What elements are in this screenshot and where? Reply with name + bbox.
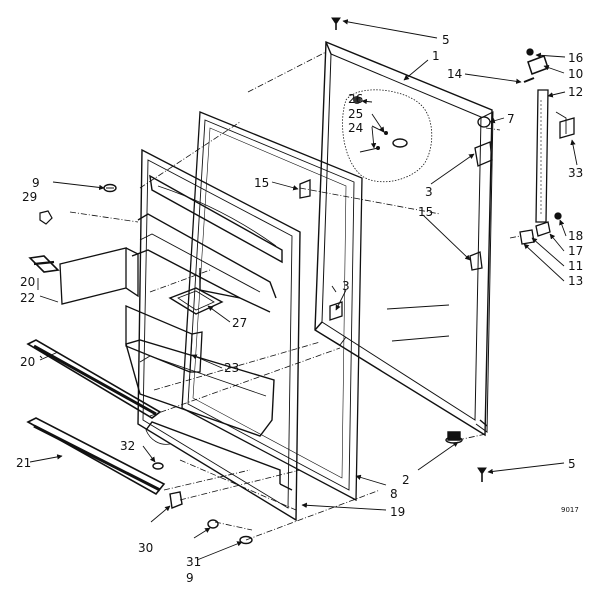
outer-door-panel xyxy=(314,40,494,437)
callout-5-bottom: 5 xyxy=(568,457,576,471)
callout-12: 12 xyxy=(568,85,583,99)
callout-20-lower: 20 xyxy=(20,355,35,369)
callout-29: 29 xyxy=(22,190,37,204)
callout-9-left: 9 xyxy=(32,176,40,190)
callout-31: 31 xyxy=(186,555,201,569)
callout-26: 26 xyxy=(348,92,363,106)
inner-door-liner xyxy=(125,148,301,522)
bottom-hinge-cap xyxy=(445,431,463,444)
callout-7: 7 xyxy=(507,112,515,126)
callout-33: 33 xyxy=(568,166,583,180)
callout-2: 2 xyxy=(402,473,410,487)
door-gasket xyxy=(181,111,363,502)
callout-24: 24 xyxy=(348,121,363,135)
callout-8: 8 xyxy=(390,487,398,501)
leader-lines xyxy=(29,19,578,561)
callout-20-upper: 20 xyxy=(20,275,35,289)
callout-5-top: 5 xyxy=(442,33,450,47)
assembly-lines xyxy=(69,51,521,541)
callout-15-right: 15 xyxy=(418,205,433,219)
door-panel-hatching xyxy=(331,285,450,342)
callout-27: 27 xyxy=(232,316,247,330)
drawing-code: 9017 xyxy=(561,506,579,514)
screws xyxy=(39,17,487,545)
callout-labels: 5 1 16 14 10 12 7 26 25 24 33 9 29 15 3 … xyxy=(16,33,583,585)
label-plate xyxy=(342,89,433,183)
callout-30: 30 xyxy=(138,541,153,555)
shelf-bin-upper xyxy=(59,247,139,305)
bin-end-cap xyxy=(28,255,60,273)
callout-22: 22 xyxy=(20,291,35,305)
callout-1: 1 xyxy=(432,49,440,63)
callout-32: 32 xyxy=(120,439,135,453)
callout-25: 25 xyxy=(348,107,363,121)
callout-23: 23 xyxy=(224,361,239,375)
callout-15-left: 15 xyxy=(254,176,269,190)
callout-18: 18 xyxy=(568,229,583,243)
callout-10: 10 xyxy=(568,67,583,81)
shelf-bar-lower xyxy=(26,417,166,496)
callout-13: 13 xyxy=(568,274,583,288)
bracket-lines xyxy=(37,278,59,361)
callout-19: 19 xyxy=(390,505,405,519)
callout-11: 11 xyxy=(568,259,583,273)
callout-17: 17 xyxy=(568,244,583,258)
lower-hinge-parts xyxy=(299,179,562,321)
shelf-bin-middle xyxy=(125,305,203,373)
callout-9-bottom: 9 xyxy=(186,571,194,585)
callout-16: 16 xyxy=(568,51,583,65)
callout-14: 14 xyxy=(447,67,462,81)
callout-21: 21 xyxy=(16,456,31,470)
shelf-bar xyxy=(26,339,162,419)
callout-3-right: 3 xyxy=(425,185,433,199)
callout-3-center: 3 xyxy=(342,279,350,293)
